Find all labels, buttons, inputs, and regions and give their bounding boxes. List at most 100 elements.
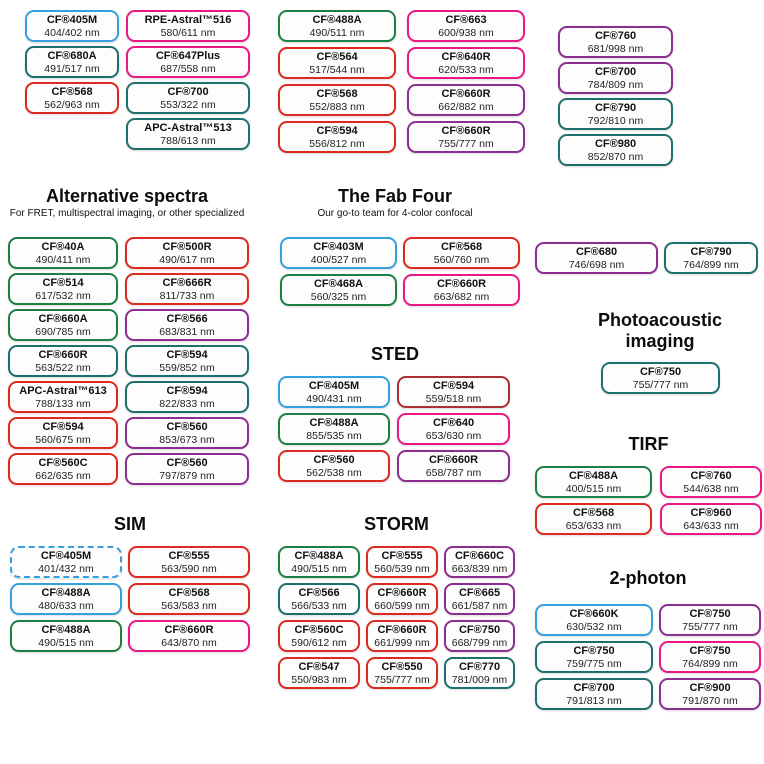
dye-name: RPE-Astral™516 xyxy=(144,14,232,26)
section-title-tirf: TIRF xyxy=(535,434,762,454)
dye-name: CF®560C xyxy=(294,624,344,636)
dye-name: CF®594 xyxy=(166,349,208,361)
dye-name: CF®700 xyxy=(167,86,209,98)
dye-name: CF®566 xyxy=(298,587,340,599)
dye-wavelengths: 544/638 nm xyxy=(683,483,739,495)
dye-name: CF®980 xyxy=(594,138,637,150)
section-title-two-photon: 2-photon xyxy=(535,568,761,588)
section-heading: Alternative spectra xyxy=(45,186,209,206)
dye-wavelengths: 855/535 nm xyxy=(306,430,362,442)
dye-wavelengths: 746/698 nm xyxy=(568,259,625,271)
dye-name: CF®594 xyxy=(42,421,84,433)
dye-wavelengths: 400/527 nm xyxy=(310,254,367,266)
dye-name: CF®405M xyxy=(308,380,360,392)
dye-wavelengths: 661/587 nm xyxy=(451,600,508,612)
dye-name: APC-Astral™613 xyxy=(19,385,107,397)
dye-wavelengths: 404/402 nm xyxy=(44,27,100,39)
dye-wavelengths: 759/775 nm xyxy=(566,658,622,670)
section-heading: SIM xyxy=(113,514,146,534)
dye-name: CF®790 xyxy=(594,102,637,114)
dye-name: CF®547 xyxy=(298,661,340,673)
dye-name: CF®488A xyxy=(568,470,619,482)
dye-wavelengths: 755/777 nm xyxy=(682,621,738,633)
dye-wavelengths: 781/009 nm xyxy=(451,674,508,686)
dye-name: CF®700 xyxy=(573,682,615,694)
dye-wavelengths: 490/617 nm xyxy=(159,254,215,266)
dye-wavelengths: 560/675 nm xyxy=(35,434,91,446)
dye-name: CF®550 xyxy=(381,661,423,673)
section-title-fab-four: The Fab Four Our go-to team for 4-color … xyxy=(275,186,515,220)
section-title-sted: STED xyxy=(280,344,510,364)
dye-name: CF®500R xyxy=(162,241,212,253)
dye-name: CF®594 xyxy=(166,385,208,397)
section-title-sim: SIM xyxy=(10,514,250,534)
dye-wavelengths: 566/533 nm xyxy=(291,600,347,612)
dye-wavelengths: 560/325 nm xyxy=(310,291,367,303)
dye-wavelengths: 822/833 nm xyxy=(159,398,215,410)
dye-name: CF®488A xyxy=(312,14,362,26)
dye-name: CF®660R xyxy=(436,278,487,290)
dye-wavelengths: 755/777 nm xyxy=(374,674,430,686)
dye-name: CF®560C xyxy=(38,457,88,469)
dye-wavelengths: 784/809 nm xyxy=(587,79,644,91)
dye-wavelengths: 401/432 nm xyxy=(38,563,94,575)
section-heading: TIRF xyxy=(628,434,669,454)
dye-wavelengths: 797/879 nm xyxy=(159,470,215,482)
dye-wavelengths: 580/611 nm xyxy=(160,27,216,39)
dye-wavelengths: 480/633 nm xyxy=(38,600,94,612)
section-subheading: Our go-to team for 4-color confocal xyxy=(317,208,473,219)
dye-wavelengths: 560/539 nm xyxy=(374,563,430,575)
dye-name: CF®663 xyxy=(445,14,487,26)
dye-name: CF®665 xyxy=(458,587,501,599)
dye-name: CF®555 xyxy=(381,550,423,562)
dye-wavelengths: 811/733 nm xyxy=(159,290,215,302)
dye-wavelengths: 660/599 nm xyxy=(374,600,430,612)
dye-name: CF®900 xyxy=(689,682,731,694)
dye-name: CF®660R xyxy=(441,88,491,100)
dye-wavelengths: 653/630 nm xyxy=(425,430,482,442)
dye-wavelengths: 755/777 nm xyxy=(632,379,689,391)
dye-name: CF®40A xyxy=(41,241,85,253)
